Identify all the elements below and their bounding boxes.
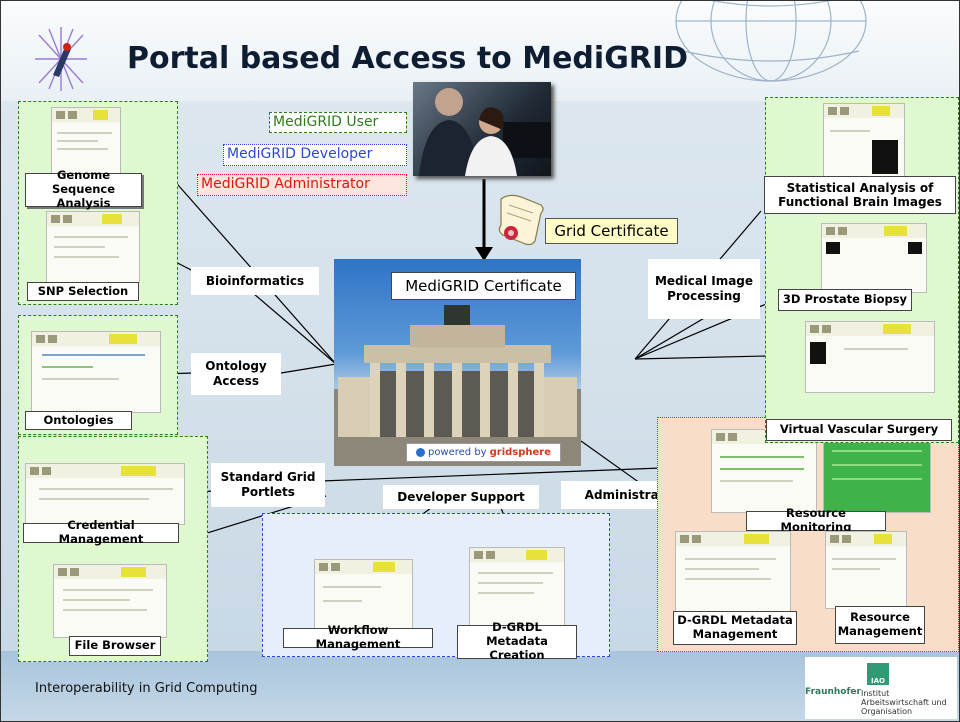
logo-line1: Institut [861,689,890,698]
powered-brand: gridsphere [489,447,552,458]
fraunhofer-logo: IAO Fraunhofer Institut Arbeitswirtschaf… [805,657,957,719]
vascular-surgery-screenshot[interactable] [805,321,935,393]
resource-management-screenshot[interactable] [825,531,907,609]
credential-management-label: Credential Management [23,518,179,546]
powered-by-gridsphere-badge: powered by gridsphere [406,443,561,462]
certificate-scroll-icon [498,194,544,246]
statistical-analysis-label: Statistical Analysis of Functional Brain… [764,176,956,214]
users-photo-image [419,88,551,176]
powered-prefix: powered by [427,447,487,458]
file-browser-screenshot[interactable] [53,564,167,638]
logo-line3: Organisation [861,707,913,716]
footer-text: Interoperability in Grid Computing [35,681,258,696]
prostate-biopsy-label: 3D Prostate Biopsy [778,289,912,311]
medical-image-processing-category: Medical Image Processing [648,259,760,319]
file-browser-label: File Browser [69,636,161,656]
genome-sequence-analysis-screenshot[interactable] [51,107,121,175]
standard-grid-portlets-category: Standard Grid Portlets [211,463,325,507]
resource-monitoring-label: Resource Monitoring [746,506,886,534]
logo-line2: Arbeitswirtschaft und [861,698,947,707]
role-administrator: MediGRID Administrator [197,174,407,196]
ontologies-screenshot[interactable] [31,331,161,413]
gridsphere-icon [415,448,425,457]
resource-management-label: Resource Management [835,606,925,644]
bioinformatics-category: Bioinformatics [191,267,319,295]
developer-support-category: Developer Support [383,485,539,509]
dgrdl-metadata-management-screenshot[interactable] [675,531,791,615]
ontologies-label: Ontologies [25,411,132,430]
medigrid-logo-icon [35,27,87,91]
vascular-surgery-label: Virtual Vascular Surgery [766,419,952,441]
workflow-management-screenshot[interactable] [314,559,413,631]
role-developer: MediGRID Developer [223,144,407,166]
role-user: MediGRID User [269,112,407,133]
statistical-analysis-screenshot[interactable] [823,103,905,181]
fraunhofer-name: Fraunhofer [805,687,861,697]
credential-management-screenshot[interactable] [25,463,185,525]
dgrdl-metadata-creation-label: D-GRDL Metadata Creation [457,620,577,662]
genome-sequence-analysis-label: Genome Sequence Analysis [25,168,142,210]
snp-selection-screenshot[interactable] [46,211,140,283]
iao-badge: IAO [867,663,889,685]
prostate-biopsy-screenshot[interactable] [821,223,927,293]
workflow-management-label: Workflow Management [283,623,433,651]
dgrdl-metadata-management-label: D-GRDL Metadata Management [673,611,797,645]
page-title: Portal based Access to MediGRID [127,41,688,76]
dgrdl-metadata-creation-screenshot[interactable] [469,547,565,629]
medigrid-certificate-label: MediGRID Certificate [391,272,576,300]
snp-selection-label: SNP Selection [27,282,139,301]
users-photo [413,82,551,176]
ontology-access-category: Ontology Access [191,353,281,395]
grid-certificate-label: Grid Certificate [545,218,678,244]
globe-decoration [675,1,867,82]
footer-band [1,651,959,721]
